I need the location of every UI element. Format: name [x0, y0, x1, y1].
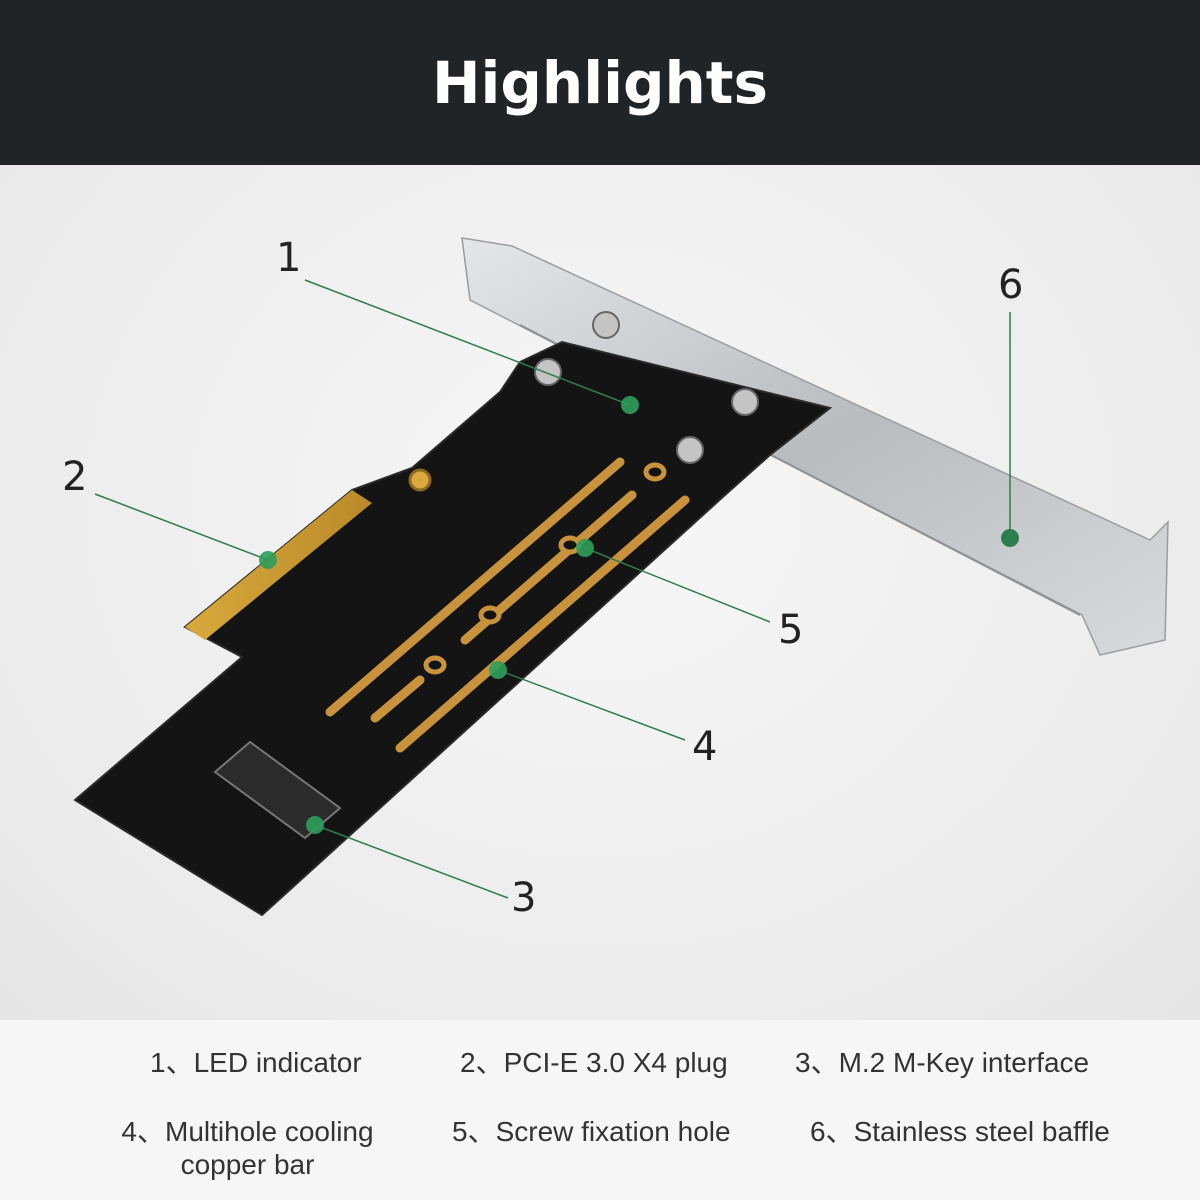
legend-item-2: 2、PCI-E 3.0 X4 plug [460, 1047, 728, 1078]
legend-item-4-line2: copper bar [180, 1149, 315, 1180]
legend-item-1: 1、LED indicator [150, 1047, 362, 1078]
callout-number-2: 2 [62, 454, 88, 500]
callout-number-3: 3 [511, 875, 537, 921]
callout-dots [259, 396, 1019, 834]
callout-number-4: 4 [692, 724, 718, 770]
legend-item-4-line1: 4、Multihole cooling [121, 1116, 374, 1147]
m2-connector [213, 740, 342, 840]
legend-item-3: 3、M.2 M-Key interface [795, 1047, 1090, 1078]
legend-item-5: 5、Screw fixation hole [452, 1116, 731, 1147]
legend-item-6: 6、Stainless steel baffle [810, 1116, 1110, 1147]
callout-number-5: 5 [778, 607, 804, 653]
legend-item-4: 4、Multihole cooling copper bar [110, 1115, 385, 1181]
feature-legend: 1、LED indicator 2、PCI-E 3.0 X4 plug 3、M.… [0, 1020, 1200, 1200]
screws [534, 311, 759, 464]
product-image: 1 2 3 4 5 6 [0, 165, 1200, 1020]
gold-fingers [185, 490, 372, 640]
callout-lines [94, 279, 1011, 899]
page-title: Highlights [431, 48, 769, 117]
pcie-card-illustration [73, 237, 1169, 917]
callout-number-1: 1 [276, 235, 302, 281]
header-bar: Highlights [0, 0, 1200, 165]
callout-number-6: 6 [998, 262, 1024, 308]
